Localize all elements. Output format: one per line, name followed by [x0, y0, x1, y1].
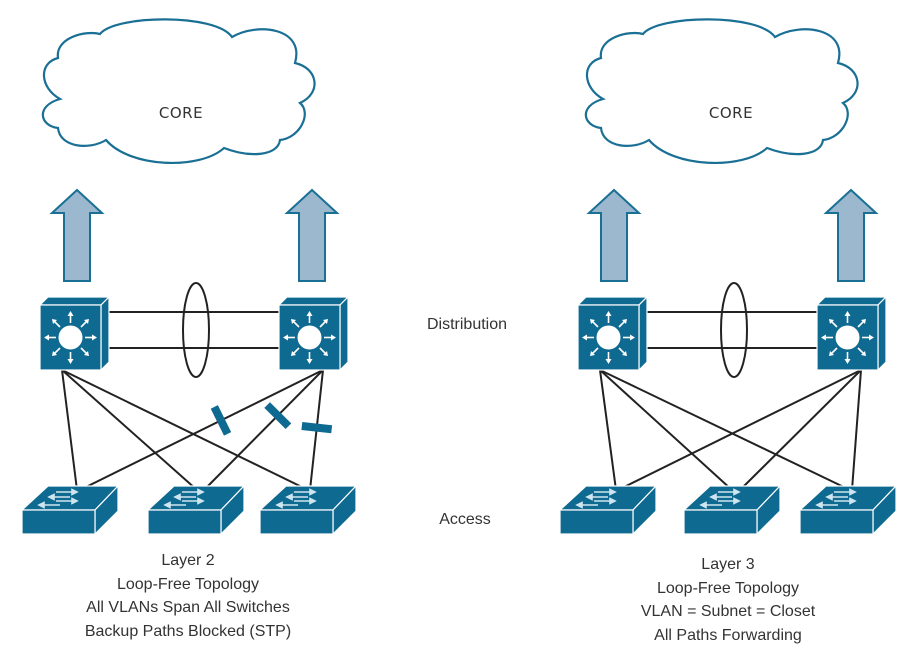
- forwarding-link: [599, 369, 617, 491]
- caption-line: Loop-Free Topology: [116, 575, 260, 593]
- caption-line: VLAN = Subnet = Closet: [640, 603, 816, 620]
- caption-line: All VLANs Span All Switches: [86, 599, 290, 616]
- access-switch-icon: [683, 485, 781, 535]
- caption-line: All Paths Forwarding: [654, 626, 802, 644]
- access-tier-label: Access: [439, 511, 491, 528]
- layer3-design: [559, 18, 897, 535]
- forwarding-link: [599, 369, 733, 491]
- forwarding-link: [61, 369, 78, 491]
- access-switch-icon: [21, 485, 119, 535]
- distribution-switch-icon: [816, 296, 887, 371]
- blocked-link: [203, 369, 324, 491]
- access-switch-icon: [147, 485, 245, 535]
- forwarding-link: [599, 369, 851, 491]
- forwarding-link: [61, 369, 198, 491]
- blocked-link: [79, 369, 324, 491]
- forwarding-link: [739, 369, 862, 491]
- access-switch-icon: [799, 485, 897, 535]
- access-switch-icon: [559, 485, 657, 535]
- layer2-design: [21, 18, 357, 535]
- distribution-switch-icon: [278, 296, 349, 371]
- core-cloud-icon: [41, 18, 316, 165]
- distribution-switch-icon: [577, 296, 648, 371]
- caption-line: Backup Paths Blocked (STP): [84, 622, 292, 640]
- distribution-switch-icon: [39, 296, 110, 371]
- stp-blocked-port-icon: [264, 402, 292, 430]
- core-label-left: CORE: [158, 104, 204, 122]
- port-channel-bundle-icon: [182, 282, 210, 378]
- core-label-right: CORE: [708, 104, 754, 122]
- forwarding-link: [851, 369, 862, 491]
- stp-blocked-port-icon: [210, 405, 232, 436]
- core-cloud-icon: [584, 18, 859, 165]
- caption-line: Loop-Free Topology: [656, 579, 800, 597]
- access-switch-icon: [259, 485, 357, 535]
- layer2-caption: Layer 2 Loop-Free Topology All VLANs Spa…: [85, 549, 291, 643]
- forwarding-link: [61, 369, 309, 491]
- uplink-arrow-icon: [588, 189, 640, 282]
- uplink-arrow-icon: [51, 189, 103, 282]
- caption-line-title: Layer 2: [161, 552, 215, 569]
- uplink-arrow-icon: [825, 189, 877, 282]
- layer3-caption: Layer 3 Loop-Free Topology VLAN = Subnet…: [641, 553, 815, 647]
- caption-line-title: Layer 3: [701, 556, 755, 573]
- port-channel-bundle-icon: [720, 282, 748, 378]
- forwarding-link: [617, 369, 862, 491]
- distribution-tier-label: Distribution: [426, 316, 508, 333]
- uplink-arrow-icon: [286, 189, 338, 282]
- stp-blocked-port-icon: [301, 422, 333, 434]
